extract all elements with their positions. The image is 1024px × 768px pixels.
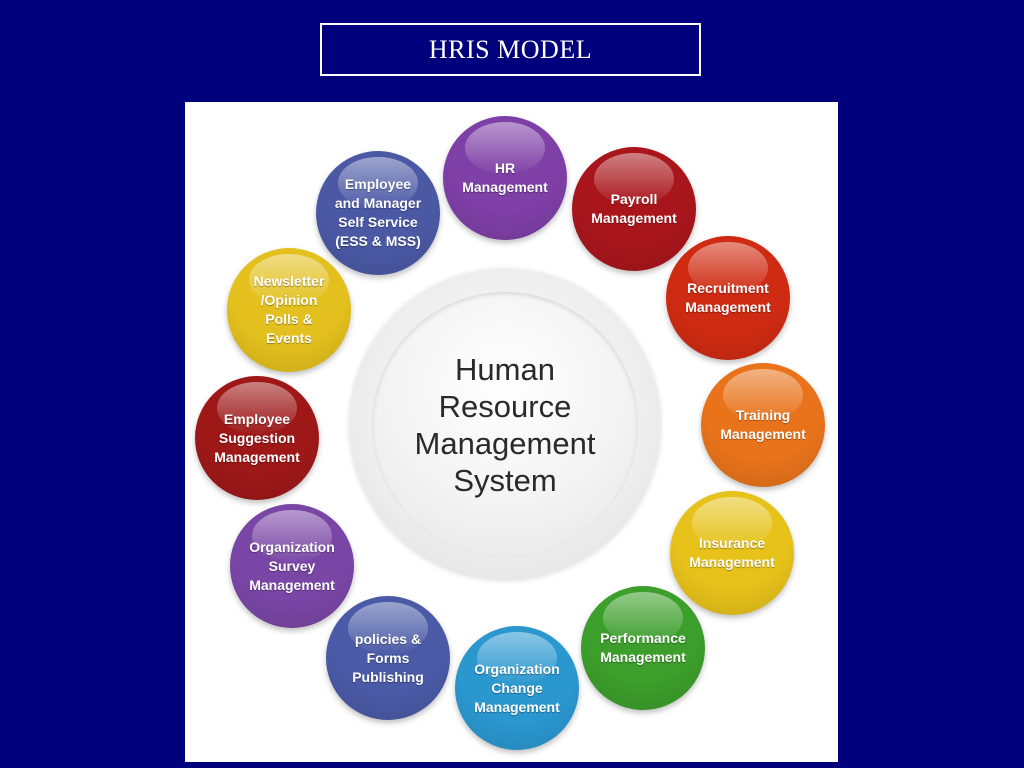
center-hub <box>372 292 638 558</box>
module-label: Recruitment Management <box>685 280 771 315</box>
module-label: Employee Suggestion Management <box>214 410 300 465</box>
module-label: Insurance Management <box>689 535 775 570</box>
center-line: System <box>453 463 557 498</box>
module-label: Organization Change Management <box>474 660 560 715</box>
module-label: Performance Management <box>600 630 686 665</box>
module-label: Employee and Manager Self Service (ESS &… <box>334 176 422 249</box>
module-label: HR Management <box>462 160 548 195</box>
center-hub-label: Human Resource Management System <box>372 292 638 558</box>
module-policies-forms-publishing: policies & Forms Publishing <box>326 596 450 720</box>
module-label: policies & Forms Publishing <box>352 630 424 685</box>
module-insurance-management: Insurance Management <box>670 491 794 615</box>
center-line: Human <box>455 352 555 387</box>
module-label: Payroll Management <box>591 191 677 226</box>
module-training-management: Training Management <box>701 363 825 487</box>
module-label: Organization Survey Management <box>249 538 335 593</box>
module-label: Newsletter /Opinion Polls & Events <box>253 273 325 346</box>
module-organization-change-management: Organization Change Management <box>455 626 579 750</box>
module-employee-manager-self-service: Employee and Manager Self Service (ESS &… <box>316 151 440 275</box>
slide-title: HRIS MODEL <box>320 23 701 76</box>
module-hr-management: HR Management <box>443 116 567 240</box>
module-performance-management: Performance Management <box>581 586 705 710</box>
module-newsletter-opinion-polls-events: Newsletter /Opinion Polls & Events <box>227 248 351 372</box>
module-employee-suggestion-management: Employee Suggestion Management <box>195 376 319 500</box>
module-label: Training Management <box>720 407 806 442</box>
module-organization-survey-management: Organization Survey Management <box>230 504 354 628</box>
center-line: Management <box>414 426 596 461</box>
module-recruitment-management: Recruitment Management <box>666 236 790 360</box>
module-payroll-management: Payroll Management <box>572 147 696 271</box>
center-line: Resource <box>438 389 572 424</box>
